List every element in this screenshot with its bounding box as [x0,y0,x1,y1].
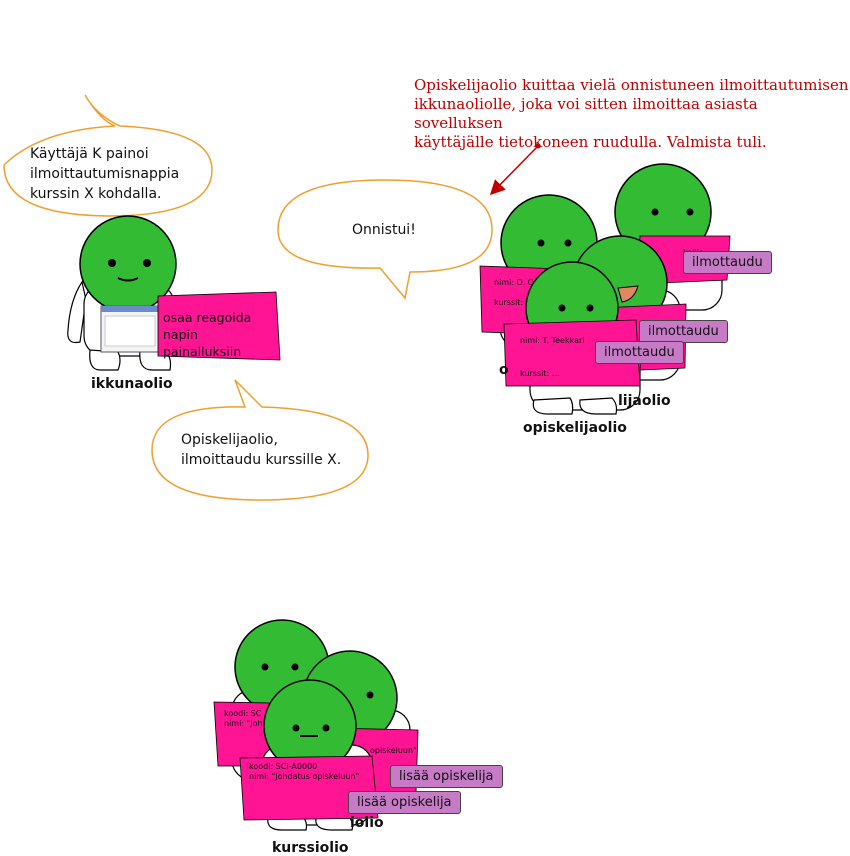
speech-bubble-user-action [3,94,213,217]
course-back-label-partial: iolio [350,815,384,831]
course-add-student-button-back[interactable]: lisää opiskelija [390,765,503,788]
bubble-success-text: Onnistui! [352,222,416,238]
window-object-sign [157,291,281,361]
speech-bubble-enroll-request [151,379,369,501]
student-back-card-text: nimi: O. O kurssit: [494,278,534,307]
student-enroll-button-front[interactable]: ilmottaudu [595,341,684,364]
student-middle-label-partial: lijaolio [618,393,671,409]
window-object-sign-text: osaa reagoida napin painalluksiin [163,310,252,359]
course-front [239,679,379,831]
course-middle-card-text: opiskeluun" [370,746,417,755]
bubble-enroll-request-text: Opiskelijaolio, ilmoittaudu kurssille X. [181,432,342,468]
course-object-label: kurssiolio [272,840,349,856]
course-front-card-text: koodi: SCI-A0000 nimi: "Johdatus opiskel… [249,762,360,781]
student-front [503,261,641,415]
course-objects-group [213,619,419,831]
speech-bubble-success [277,179,493,300]
student-enroll-button-middle[interactable]: ilmottaudu [639,320,728,343]
caption-text: Opiskelijaolio kuittaa vielä onnistuneen… [414,76,849,151]
student-front-card-courses: kurssit: ... [520,369,560,378]
window-object-character [67,215,281,371]
window-screenshot-icon [100,305,160,353]
student-object-label: opiskelijaolio [523,420,627,436]
course-back-card-text: koodi: SC nimi: "Joh [224,709,263,728]
student-enroll-button-back[interactable]: ilmottaudu [683,251,772,274]
course-add-student-button-front[interactable]: lisää opiskelija [348,791,461,814]
student-back-label-partial: o [499,362,509,378]
bubble-user-action-text: Käyttäjä K painoi ilmoittautumisnappia k… [30,146,180,202]
window-object-label: ikkunaolio [91,376,173,392]
student-front-card-name: nimi: T. Teekkari [520,336,585,345]
caption-arrow [489,143,541,196]
